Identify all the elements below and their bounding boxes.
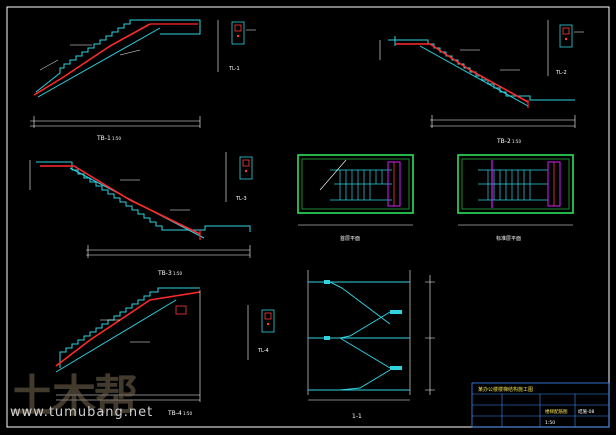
title-block-scale: 1:50: [545, 420, 555, 426]
scale-tb1: 1:50: [112, 136, 121, 141]
stair-detail-tb2: TB-2 1:50: [379, 36, 576, 145]
label-tb4: TB-4: [167, 410, 182, 417]
stair-plan-standard-floor: 标准层平面: [457, 154, 574, 242]
drawing-frame: [6, 6, 610, 428]
label-tb1: TB-1: [96, 135, 111, 142]
stair-section-1-1: 1-1: [307, 270, 435, 420]
plan-title-standard: 标准层平面: [496, 235, 521, 242]
title-block: 某办公楼楼梯结构施工图 楼梯配筋图 结施-08 1:50: [471, 382, 610, 428]
section-detail-b: TL-2: [547, 20, 584, 76]
section-title: 1-1: [352, 413, 362, 420]
scale-tb3: 1:50: [173, 271, 182, 276]
title-block-drawing-name: 楼梯配筋图: [545, 408, 568, 415]
watermark-logo: 土木帮: [10, 371, 138, 422]
scale-tb4: 1:50: [183, 411, 192, 416]
label-sect-c: TL-3: [235, 196, 247, 202]
stair-detail-tb3: TB-3 1:50: [29, 160, 251, 277]
section-detail-a: TL-1: [217, 20, 256, 72]
section-detail-d: TL-4: [247, 305, 275, 360]
label-sect-a: TL-1: [228, 66, 240, 72]
section-detail-c: TL-3: [225, 152, 253, 202]
title-block-drawing-no: 结施-08: [578, 408, 594, 415]
stair-detail-tb1: TB-1 1:50: [30, 19, 201, 142]
stair-plan-first-floor: 首层平面: [297, 154, 414, 242]
label-tb3: TB-3: [157, 270, 172, 277]
title-block-project: 某办公楼楼梯结构施工图: [478, 386, 533, 393]
label-tb2: TB-2: [496, 138, 511, 145]
scale-tb2: 1:50: [512, 139, 521, 144]
label-sect-d: TL-4: [257, 348, 269, 354]
watermark-url: www.tumubang.net: [10, 405, 154, 420]
label-sect-b: TL-2: [555, 70, 567, 76]
stair-detail-tb4: TB-4 1:50: [55, 287, 201, 417]
plan-title-first: 首层平面: [340, 235, 360, 242]
